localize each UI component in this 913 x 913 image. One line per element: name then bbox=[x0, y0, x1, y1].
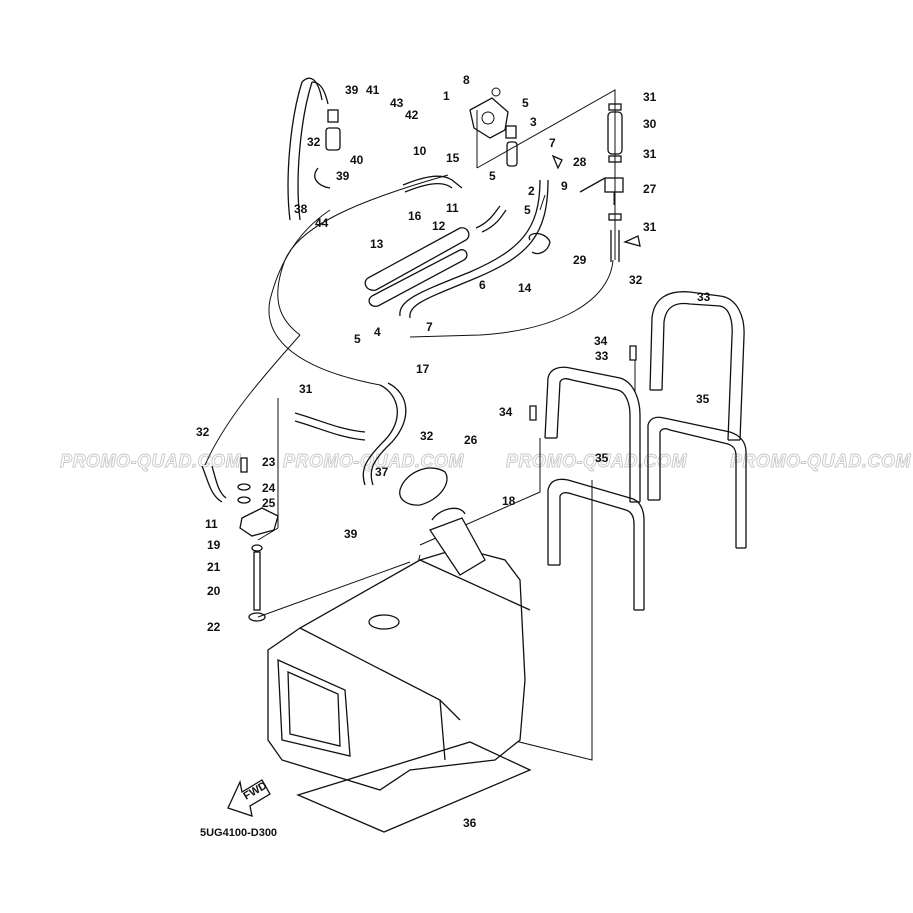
part-number: 26 bbox=[464, 433, 478, 447]
part-number: 36 bbox=[463, 816, 477, 830]
part-number: 5 bbox=[489, 169, 496, 183]
part-number: 28 bbox=[573, 155, 587, 169]
part-number: 4 bbox=[374, 325, 381, 339]
part-number: 7 bbox=[549, 136, 556, 150]
part-number: 32 bbox=[307, 135, 321, 149]
part-number: 31 bbox=[643, 220, 657, 234]
part-number: 31 bbox=[643, 90, 657, 104]
watermark-band: PROMO-QUAD.COM PROMO-QUAD.COM PROMO-QUAD… bbox=[60, 451, 912, 472]
part-number: 32 bbox=[420, 429, 434, 443]
part-number: 32 bbox=[196, 425, 210, 439]
fwd-arrow-icon: FWD bbox=[227, 779, 271, 817]
part-number: 31 bbox=[643, 147, 657, 161]
part-number: 42 bbox=[405, 108, 419, 122]
part-number: 7 bbox=[426, 320, 433, 334]
part-number: 35 bbox=[595, 451, 609, 465]
part-number: 10 bbox=[413, 144, 427, 158]
part-number: 40 bbox=[350, 153, 364, 167]
part-number: 13 bbox=[370, 237, 384, 251]
watermark: PROMO-QUAD.COM bbox=[730, 451, 911, 471]
part-number: 18 bbox=[502, 494, 516, 508]
leader-lines bbox=[204, 89, 636, 761]
part-number: 30 bbox=[643, 117, 657, 131]
part-number: 32 bbox=[629, 273, 643, 287]
part-number: 34 bbox=[594, 334, 608, 348]
part-number: 19 bbox=[207, 538, 221, 552]
part-number: 5 bbox=[522, 96, 529, 110]
part-number: 2 bbox=[528, 184, 535, 198]
part-number: 39 bbox=[336, 169, 350, 183]
part-number: 37 bbox=[375, 465, 389, 479]
part-number: 9 bbox=[561, 179, 568, 193]
part-number: 22 bbox=[207, 620, 221, 634]
watermark: PROMO-QUAD.COM bbox=[283, 451, 464, 471]
tank-straps bbox=[529, 291, 747, 611]
part-number: 16 bbox=[408, 209, 422, 223]
part-number: 11 bbox=[205, 517, 218, 531]
part-number: 33 bbox=[697, 290, 711, 304]
pump-assembly bbox=[469, 87, 641, 262]
part-number: 25 bbox=[262, 496, 276, 510]
part-number: 5 bbox=[354, 332, 361, 346]
diagram-code: 5UG4100-D300 bbox=[200, 827, 277, 839]
part-number: 20 bbox=[207, 584, 221, 598]
part-number: 23 bbox=[262, 455, 276, 469]
part-number: 6 bbox=[479, 278, 486, 292]
part-number: 8 bbox=[463, 73, 470, 87]
part-number-labels: 8 1 5 3 7 5 2 5 9 28 31 30 31 27 31 32 2… bbox=[196, 73, 711, 830]
part-number: 33 bbox=[595, 349, 609, 363]
part-number: 41 bbox=[366, 83, 380, 97]
part-number: 14 bbox=[518, 281, 532, 295]
part-number: 29 bbox=[573, 253, 587, 267]
part-number: 39 bbox=[344, 527, 358, 541]
part-number: 43 bbox=[390, 96, 404, 110]
part-number: 21 bbox=[207, 560, 221, 574]
part-number: 34 bbox=[499, 405, 513, 419]
part-number: 44 bbox=[315, 216, 329, 230]
fuel-tank bbox=[267, 467, 532, 833]
watermark: PROMO-QUAD.COM bbox=[506, 451, 687, 471]
part-number: 12 bbox=[432, 219, 446, 233]
part-number: 17 bbox=[416, 362, 430, 376]
watermark: PROMO-QUAD.COM bbox=[60, 451, 241, 471]
part-number: 38 bbox=[294, 202, 308, 216]
part-number: 31 bbox=[299, 382, 313, 396]
part-number: 3 bbox=[530, 115, 537, 129]
part-number: 5 bbox=[524, 203, 531, 217]
part-number: 24 bbox=[262, 481, 276, 495]
breather-hoses bbox=[201, 77, 551, 503]
part-number: 39 bbox=[345, 83, 359, 97]
fwd-label: FWD bbox=[242, 780, 270, 803]
part-number: 15 bbox=[446, 151, 460, 165]
part-number: 35 bbox=[696, 392, 710, 406]
part-number: 11 bbox=[446, 201, 459, 215]
part-number: 27 bbox=[643, 182, 657, 196]
fuel-pickup bbox=[237, 457, 279, 622]
part-number: 1 bbox=[443, 89, 450, 103]
